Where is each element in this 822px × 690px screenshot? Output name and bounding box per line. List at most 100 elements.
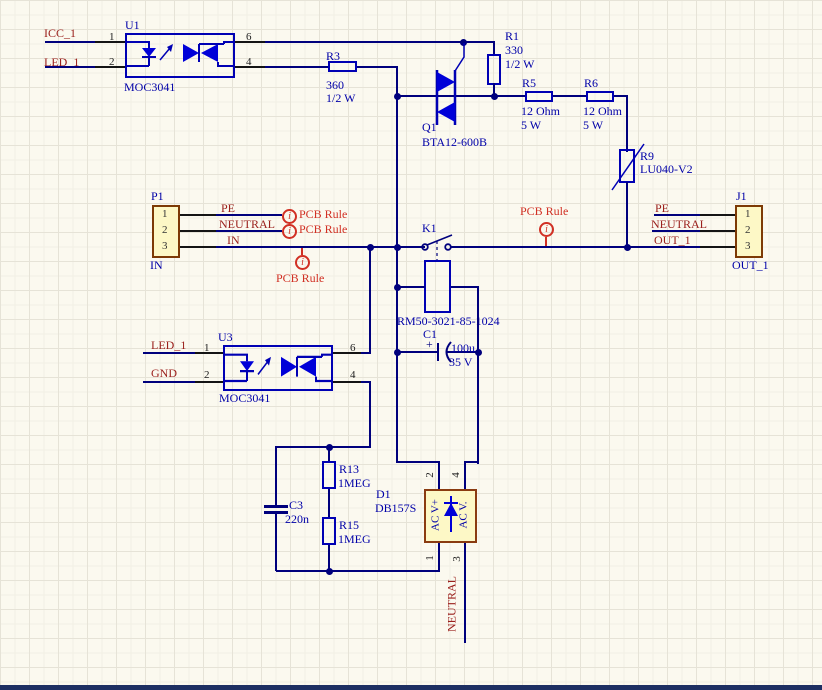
pcb-rule-directive-icon[interactable]: i bbox=[282, 209, 297, 224]
p1-pin3-lead[interactable] bbox=[180, 246, 216, 248]
wire-segment[interactable] bbox=[275, 446, 277, 507]
wire-segment[interactable] bbox=[328, 545, 330, 572]
wire-segment[interactable] bbox=[45, 66, 95, 68]
r3-value[interactable]: 360 bbox=[326, 78, 344, 92]
c1-plate-straight[interactable] bbox=[437, 343, 439, 361]
wire-segment[interactable] bbox=[626, 182, 628, 248]
j1-name[interactable]: OUT_1 bbox=[732, 258, 769, 272]
net-label-gnd[interactable]: GND bbox=[151, 366, 177, 380]
u3-optocoupler-symbol[interactable] bbox=[223, 345, 333, 391]
r5-value[interactable]: 12 Ohm bbox=[521, 104, 560, 118]
pcb-rule-label[interactable]: PCB Rule bbox=[299, 207, 348, 221]
r13-value[interactable]: 1MEG bbox=[338, 476, 371, 490]
pcb-rule-directive-icon[interactable]: i bbox=[282, 224, 297, 239]
r1-designator[interactable]: R1 bbox=[505, 29, 520, 43]
r3-power[interactable]: 1/2 W bbox=[326, 91, 356, 105]
pcb-rule-directive-icon[interactable]: i bbox=[539, 222, 554, 237]
net-label-out-1[interactable]: OUT_1 bbox=[654, 233, 691, 247]
u1-part-number[interactable]: MOC3041 bbox=[124, 80, 176, 94]
wire-segment[interactable] bbox=[276, 446, 371, 448]
r1-resistor[interactable] bbox=[487, 54, 501, 85]
r13-resistor[interactable] bbox=[322, 461, 336, 489]
wire-segment[interactable] bbox=[614, 95, 628, 97]
q1-part-number[interactable]: BTA12-600B bbox=[422, 135, 488, 149]
wire-segment[interactable] bbox=[276, 570, 440, 572]
net-label-pe-in[interactable]: PE bbox=[221, 201, 236, 215]
r6-resistor[interactable] bbox=[586, 91, 614, 102]
u3-pin1-lead[interactable] bbox=[195, 352, 223, 354]
wire-segment[interactable] bbox=[464, 461, 466, 490]
u1-pin2-lead[interactable] bbox=[95, 66, 125, 68]
net-label-in[interactable]: IN bbox=[227, 233, 240, 247]
q1-triac-symbol[interactable] bbox=[428, 38, 472, 132]
r6-power[interactable]: 5 W bbox=[583, 118, 604, 132]
r3-designator[interactable]: R3 bbox=[326, 49, 341, 63]
wire-segment[interactable] bbox=[493, 83, 495, 97]
net-label-led-1-u3[interactable]: LED_1 bbox=[151, 338, 187, 352]
net-label-neutral-out[interactable]: NEUTRAL bbox=[651, 217, 707, 231]
r6-value[interactable]: 12 Ohm bbox=[583, 104, 622, 118]
p1-name[interactable]: IN bbox=[150, 258, 163, 272]
p1-pin1-lead[interactable] bbox=[180, 214, 216, 216]
wire-segment[interactable] bbox=[361, 381, 371, 383]
wire-segment[interactable] bbox=[493, 41, 495, 54]
wire-segment[interactable] bbox=[438, 543, 440, 572]
wire-segment[interactable] bbox=[438, 461, 440, 490]
wire-segment[interactable] bbox=[464, 461, 479, 463]
c3-plate-top[interactable] bbox=[264, 505, 288, 508]
pcb-rule-label[interactable]: PCB Rule bbox=[276, 271, 325, 285]
c3-designator[interactable]: C3 bbox=[289, 498, 304, 512]
j1-designator[interactable]: J1 bbox=[736, 189, 747, 203]
p1-designator[interactable]: P1 bbox=[151, 189, 164, 203]
wire-segment[interactable] bbox=[396, 351, 437, 353]
wire-segment[interactable] bbox=[451, 286, 479, 288]
wire-segment[interactable] bbox=[396, 66, 398, 248]
net-label-neutral-in[interactable]: NEUTRAL bbox=[219, 217, 275, 231]
wire-segment[interactable] bbox=[216, 230, 282, 232]
r5-power[interactable]: 5 W bbox=[521, 118, 542, 132]
u1-optocoupler-symbol[interactable] bbox=[125, 33, 235, 78]
c1-voltage[interactable]: 35 V bbox=[449, 355, 473, 369]
wire-segment[interactable] bbox=[369, 247, 371, 354]
r3-resistor[interactable] bbox=[328, 61, 357, 72]
wire-segment[interactable] bbox=[652, 230, 700, 232]
u1-pin6-lead[interactable] bbox=[235, 41, 265, 43]
u3-pin2-lead[interactable] bbox=[195, 381, 223, 383]
wire-segment[interactable] bbox=[369, 381, 371, 448]
r9-designator[interactable]: R9 bbox=[640, 149, 655, 163]
k1-part-number[interactable]: RM50-3021-85-1024 bbox=[397, 314, 500, 328]
c1-designator[interactable]: C1 bbox=[423, 327, 438, 341]
pcb-rule-label[interactable]: PCB Rule bbox=[299, 222, 348, 236]
u3-designator[interactable]: U3 bbox=[218, 330, 233, 344]
wire-segment[interactable] bbox=[328, 446, 330, 461]
wire-segment[interactable] bbox=[464, 543, 466, 643]
pcb-rule-directive-icon[interactable]: i bbox=[295, 255, 310, 270]
j1-pin2-lead[interactable] bbox=[700, 230, 735, 232]
u3-part-number[interactable]: MOC3041 bbox=[219, 391, 271, 405]
wire-segment[interactable] bbox=[361, 352, 371, 354]
wire-segment[interactable] bbox=[553, 95, 586, 97]
pcb-rule-label[interactable]: PCB Rule bbox=[520, 204, 569, 218]
wire-segment[interactable] bbox=[397, 95, 525, 97]
net-label-neutral-bottom[interactable]: NEUTRAL bbox=[444, 576, 459, 632]
wire-segment[interactable] bbox=[45, 41, 95, 43]
c3-value[interactable]: 220n bbox=[285, 512, 309, 526]
r15-designator[interactable]: R15 bbox=[339, 518, 360, 532]
c3-plate-bottom[interactable] bbox=[264, 511, 288, 514]
u1-pin4-lead[interactable] bbox=[235, 66, 265, 68]
net-label-pe-out[interactable]: PE bbox=[655, 201, 670, 215]
c1-value[interactable]: 100u bbox=[451, 341, 475, 355]
r15-value[interactable]: 1MEG bbox=[338, 532, 371, 546]
r9-part-number[interactable]: LU040-V2 bbox=[640, 162, 693, 176]
wire-segment[interactable] bbox=[477, 286, 479, 464]
j1-connector[interactable] bbox=[735, 205, 763, 258]
u1-designator[interactable]: U1 bbox=[125, 18, 140, 32]
wire-segment[interactable] bbox=[626, 95, 628, 152]
wire-segment[interactable] bbox=[216, 246, 425, 248]
j1-pin3-lead[interactable] bbox=[700, 246, 735, 248]
wire-segment[interactable] bbox=[216, 214, 282, 216]
wire-segment[interactable] bbox=[396, 461, 440, 463]
r6-designator[interactable]: R6 bbox=[584, 76, 599, 90]
r5-designator[interactable]: R5 bbox=[522, 76, 537, 90]
net-label-led-1[interactable]: LED_1 bbox=[44, 55, 80, 69]
